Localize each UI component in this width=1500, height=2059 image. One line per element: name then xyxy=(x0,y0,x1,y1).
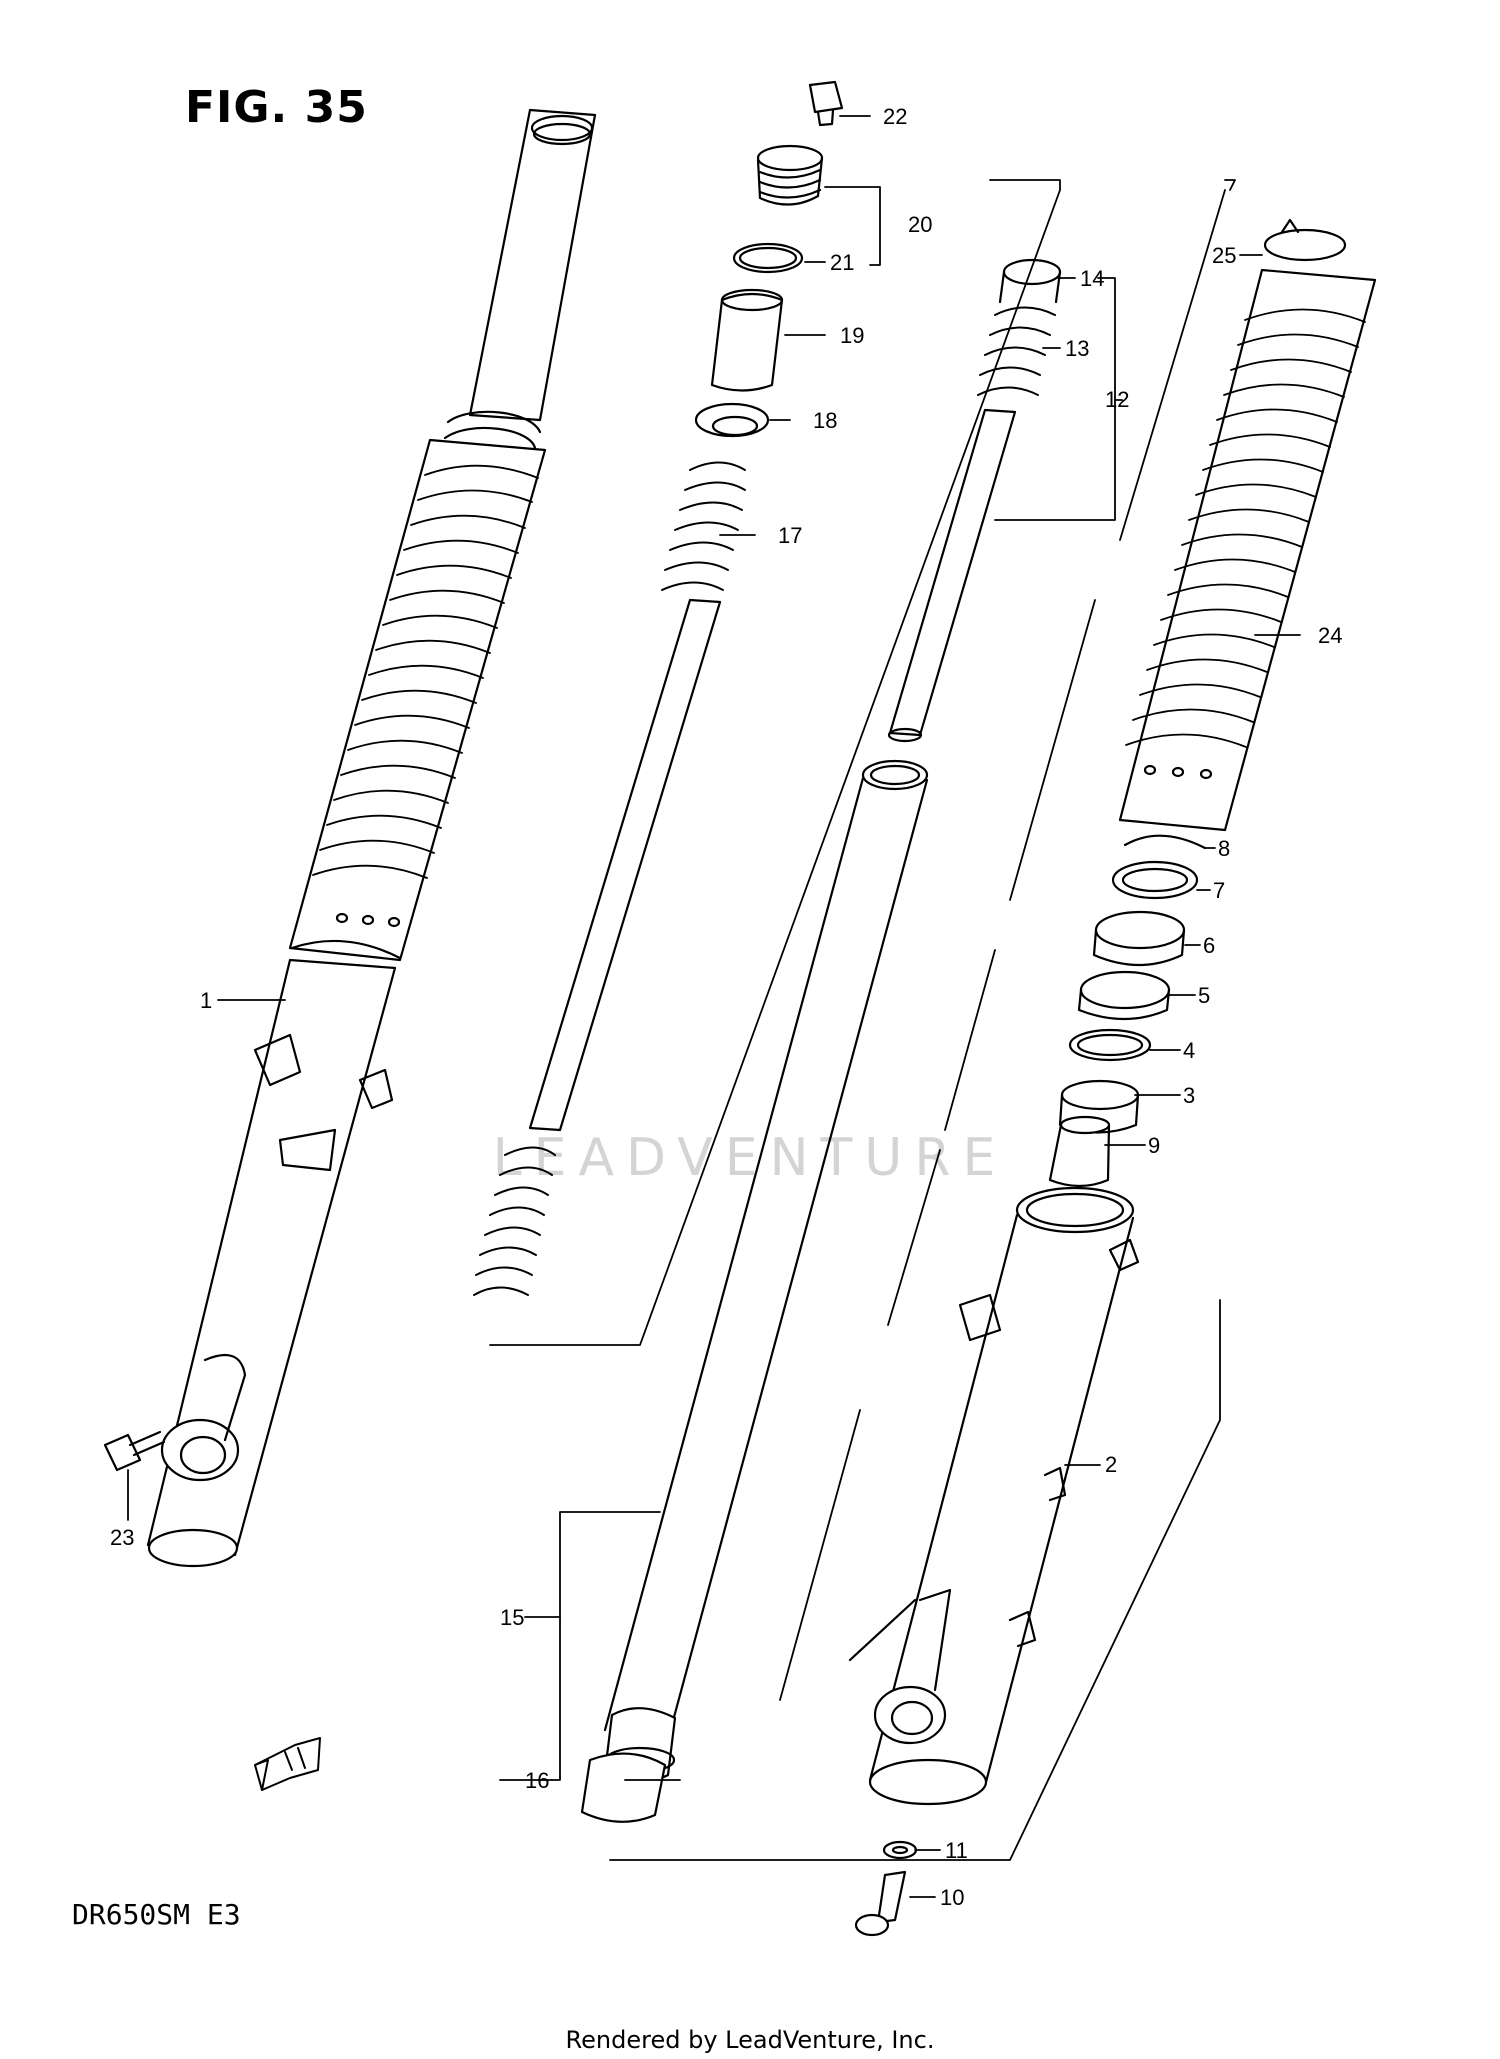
callout-23: 23 xyxy=(110,1525,134,1550)
callout-24: 24 xyxy=(1318,623,1342,648)
callout-15: 15 xyxy=(500,1605,524,1630)
figure-title: FIG. 35 xyxy=(185,82,368,133)
callout-16: 16 xyxy=(525,1768,549,1793)
callout-4: 4 xyxy=(1183,1038,1195,1063)
leader-lines xyxy=(127,115,1301,1898)
right-boot-ribs xyxy=(1125,308,1366,748)
callout-labels: 1 2 3 4 5 6 7 8 9 10 11 12 13 14 15 16 1… xyxy=(110,104,1342,1910)
callout-1: 1 xyxy=(200,988,212,1013)
left-fork-assembly xyxy=(146,108,597,1568)
front-arrow-icon xyxy=(254,1737,321,1791)
left-boot-ribs xyxy=(312,464,539,879)
footer-credit: Rendered by LeadVenture, Inc. xyxy=(565,2026,935,2054)
watermark: LEADVENTURE xyxy=(492,1128,1008,1188)
right-fork-assembly xyxy=(848,218,1377,1937)
callout-7: 7 xyxy=(1213,878,1225,903)
callout-12: 12 xyxy=(1105,387,1129,412)
callout-8: 8 xyxy=(1218,836,1230,861)
model-code: DR650SM E3 xyxy=(72,1898,241,1931)
fork-cap-group xyxy=(473,80,1062,1823)
callout-25: 25 xyxy=(1212,243,1236,268)
part-23-bolt xyxy=(103,1430,166,1472)
callout-5: 5 xyxy=(1198,983,1210,1008)
callout-9: 9 xyxy=(1148,1133,1160,1158)
callout-18: 18 xyxy=(813,408,837,433)
callout-2: 2 xyxy=(1105,1452,1117,1477)
callout-13: 13 xyxy=(1065,336,1089,361)
callout-10: 10 xyxy=(940,1885,964,1910)
callout-19: 19 xyxy=(840,323,864,348)
callout-11: 11 xyxy=(945,1838,968,1863)
callout-20: 20 xyxy=(908,212,932,237)
callout-17: 17 xyxy=(778,523,802,548)
callout-22: 22 xyxy=(883,104,907,129)
callout-14: 14 xyxy=(1080,266,1104,291)
callout-21: 21 xyxy=(830,250,854,275)
callout-3: 3 xyxy=(1183,1083,1195,1108)
callout-6: 6 xyxy=(1203,933,1215,958)
